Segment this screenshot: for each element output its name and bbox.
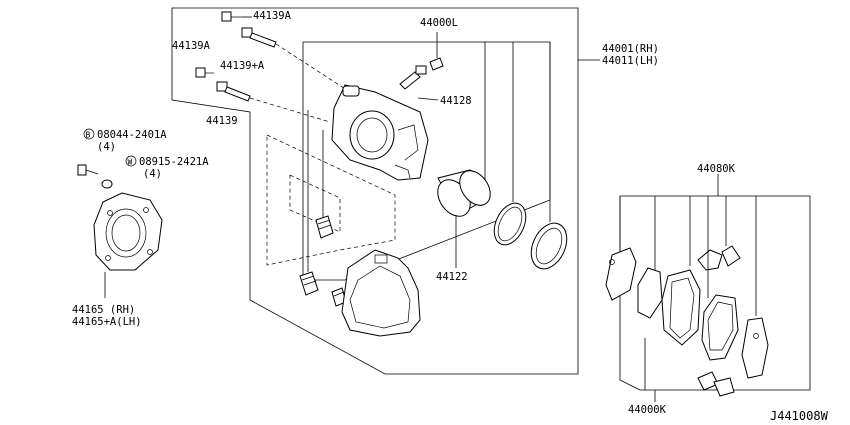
pad-insulator[interactable] [637,267,663,319]
label-washer-08915-qty: (4) [143,168,162,180]
bolt-44139a-left[interactable] [195,67,214,78]
washer-08915[interactable] [101,179,113,189]
guide-pin-boot-upper[interactable] [315,215,334,239]
bolt-08044[interactable] [77,164,99,176]
caliper-baffle-plate[interactable] [93,192,163,271]
label-guide-pin-44139: 44139 [206,115,238,127]
label-bolt-44139a-left: 44139A [172,40,211,52]
caliper-bracket[interactable] [341,249,421,337]
caliper-body[interactable] [331,84,429,181]
label-bolt-08044-qty: (4) [97,141,116,153]
caliper-body-group-outline [302,41,551,281]
label-bolt-08044: 08044-2401A [97,129,167,141]
brake-pad-inner[interactable] [661,269,701,346]
label-guide-pin-44139-plus-a: 44139+A [220,60,265,72]
label-pad-kit-44080k: 44080K [697,163,736,175]
piston-seal[interactable] [488,198,532,250]
label-caliper-rh: 44001(RH) [602,43,659,55]
piston-dust-boot[interactable] [524,217,573,274]
pad-wear-sensor-lower[interactable] [697,371,735,397]
label-piston-44122: 44122 [436,271,468,283]
label-bleeder-44128: 44128 [440,95,472,107]
label-caliper-lh: 44011(LH) [602,55,659,67]
svg-text:W: W [128,158,133,167]
bushing-guide-dashed [266,134,396,266]
pad-shim-inner[interactable] [741,317,769,379]
piston-44122[interactable] [431,165,496,222]
pad-wear-clip-upper[interactable] [697,245,741,271]
bolt-44139a-upper[interactable] [221,11,242,22]
label-bolt-44139a-upper: 44139A [253,10,292,22]
marker-w: W [125,155,137,167]
label-washer-08915: 08915-2421A [139,156,209,168]
caliper-assembly-outline [171,7,579,375]
brake-pad-outer[interactable] [701,294,739,361]
label-baffle-lh: 44165+A(LH) [72,316,142,328]
marker-b: B [83,128,95,140]
guide-pin-44139-plus-a[interactable] [241,27,277,48]
guide-pin-boot-lower[interactable] [299,271,319,296]
guide-pin-44139[interactable] [216,81,251,102]
drawing-id: J441008W [770,409,829,423]
label-caliper-44000l: 44000L [420,17,458,29]
label-pad-kit-44000k: 44000K [628,404,667,416]
bleeder-screw-44128[interactable] [399,57,444,90]
pad-shim-outer[interactable] [605,247,637,301]
svg-text:B: B [86,131,91,140]
label-baffle-rh: 44165 (RH) [72,304,135,316]
